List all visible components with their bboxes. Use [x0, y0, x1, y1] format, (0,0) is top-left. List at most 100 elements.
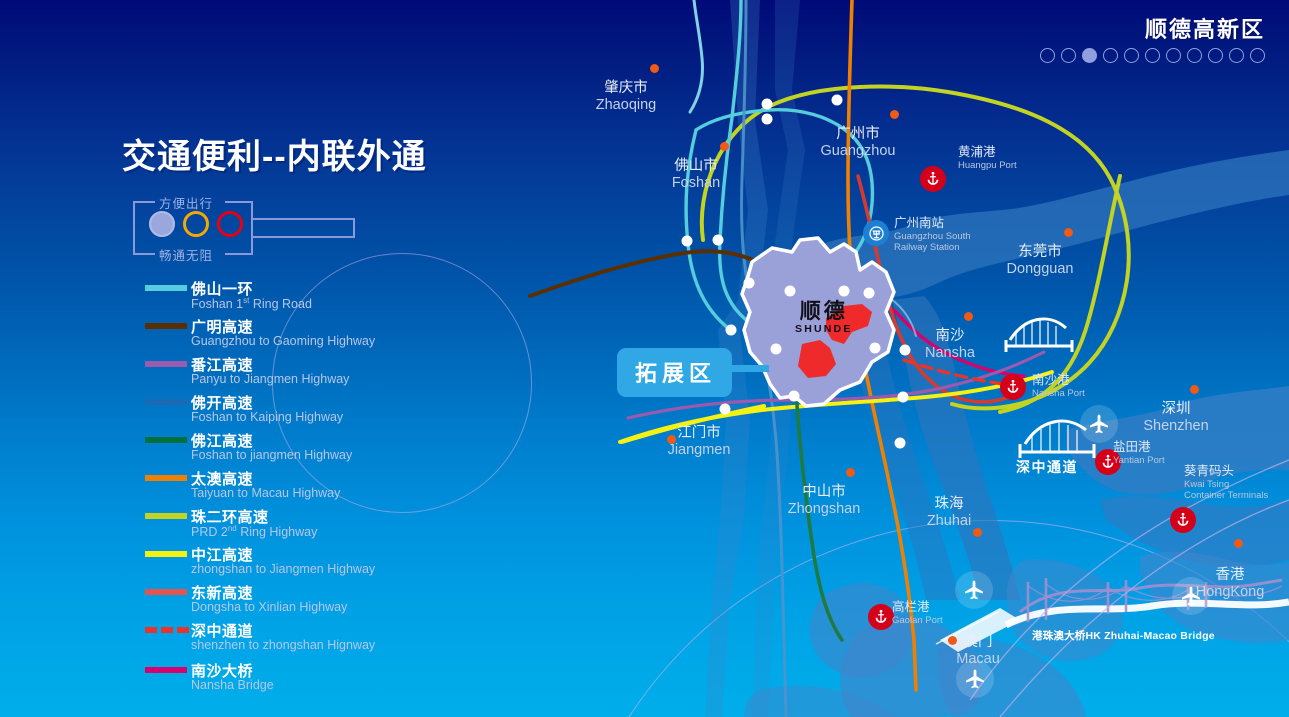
road-panjiang — [626, 350, 1046, 420]
legend-swatch-10 — [145, 667, 187, 673]
city-dot-guangzhou — [890, 110, 899, 119]
port-name-cn-nansha-port: 南沙港 — [1032, 373, 1070, 387]
hk-zhuhai-macao-bridge-icon — [935, 578, 1289, 652]
legend-label-cn-10: 南沙大桥 — [191, 663, 254, 680]
city-dot-dongguan — [1064, 228, 1073, 237]
legend-label-cn-6: 珠二环高速 — [191, 509, 269, 526]
legend-label-cn-1: 广明高速 — [191, 319, 254, 336]
legend-swatch-2 — [145, 361, 187, 367]
city-dot-foshan — [720, 142, 729, 151]
road-zhongjiang-west — [620, 404, 766, 444]
city-dot-zhaoqing — [650, 64, 659, 73]
legend-label-cn-8: 东新高速 — [191, 585, 254, 602]
pagination-dots[interactable] — [1040, 48, 1265, 63]
road-foshan-1st-ring-link — [688, 0, 704, 114]
route-arcs — [969, 459, 1289, 717]
expansion-zone-shape — [798, 304, 872, 378]
nansha-bridge-icon — [1004, 317, 1074, 352]
page-header-title: 顺德高新区 — [1144, 17, 1265, 42]
pager-dot-7[interactable] — [1166, 48, 1181, 63]
anchor-icon-huangpu-port — [920, 166, 946, 192]
anchor-icon-gaolan-port — [868, 604, 894, 630]
traffic-light-lavender — [149, 211, 175, 237]
city-dot-shenzhen — [1190, 385, 1199, 394]
legend-swatch-8 — [145, 589, 187, 595]
pager-dot-2[interactable] — [1061, 48, 1076, 63]
city-dot-jiangmen — [667, 435, 676, 444]
railway-station-name-en2: Railway Station — [894, 242, 960, 254]
pager-dot-5[interactable] — [1124, 48, 1139, 63]
port-name-cn-kwai-tsing-terminals: 葵青码头 — [1184, 464, 1235, 478]
shunde-label-en: SHUNDE — [795, 323, 853, 336]
legend-swatch-0 — [145, 285, 187, 291]
airport-icon-hongkong-airport — [1172, 577, 1210, 615]
road-guangming — [528, 249, 764, 298]
legend-label-en-4: Foshan to jiangmen Highway — [191, 448, 353, 462]
railway-station-icon — [863, 220, 889, 246]
legend-swatch-4 — [145, 437, 187, 443]
legend-label-en-8: Dongsha to Xinlian Highway — [191, 600, 348, 614]
city-dot-macau — [948, 636, 957, 645]
legend-label-cn-4: 佛江高速 — [191, 433, 254, 450]
port-name-cn-huangpu-port: 黄浦港 — [958, 145, 996, 159]
legend-swatch-7 — [145, 551, 187, 557]
anchor-icon-yantian-port — [1095, 449, 1121, 475]
pager-dot-4[interactable] — [1103, 48, 1118, 63]
legend-label-cn-2: 番江高速 — [191, 357, 254, 374]
expansion-zone-badge[interactable]: 拓展区 — [617, 348, 733, 397]
decorative-circle-left — [272, 253, 532, 513]
pager-dot-6[interactable] — [1145, 48, 1160, 63]
port-name-cn-yantian-port: 盐田港 — [1113, 440, 1151, 454]
legend-label-en-10: Nansha Bridge — [191, 678, 274, 692]
traffic-deco-bottom-text: 畅通无阻 — [159, 249, 214, 263]
port-name-en-kwai-tsing-terminals: Kwai Tsing — [1184, 479, 1230, 490]
shunde-region-label: 顺德 SHUNDE — [795, 300, 853, 335]
port-name-en2-kwai-tsing-terminals: Container Terminals — [1184, 490, 1269, 502]
legend-swatch-6 — [145, 513, 187, 519]
pager-dot-11[interactable] — [1250, 48, 1265, 63]
city-dot-nansha — [964, 312, 973, 321]
city-dot-zhongshan — [846, 468, 855, 477]
port-name-en-huangpu-port: Huangpu Port — [958, 160, 1017, 171]
port-name-en-nansha-port: Nansha Port — [1032, 388, 1085, 399]
legend-swatch-5 — [145, 475, 187, 481]
pager-dot-3[interactable] — [1082, 48, 1097, 63]
shunde-region — [740, 236, 896, 408]
pager-dot-8[interactable] — [1187, 48, 1202, 63]
legend-swatch-1 — [145, 323, 187, 329]
shenzhen-zhongshan-bridge-icon — [1018, 419, 1096, 458]
airport-icon-zhuhai-airport — [956, 660, 994, 698]
legend-label-en-1: Guangzhou to Gaoming Highway — [191, 334, 376, 348]
legend-label-cn-0: 佛山一环 — [191, 281, 254, 298]
railway-station-name-cn: 广州南站 — [894, 216, 945, 230]
city-dot-zhuhai — [973, 528, 982, 537]
road-shenzhen-zhongshan-corridor — [902, 358, 1022, 388]
shunde-label-cn: 顺德 — [799, 300, 848, 323]
pearl-river-estuary — [810, 150, 1289, 300]
land-shapes — [744, 386, 1289, 717]
pager-dot-1[interactable] — [1040, 48, 1055, 63]
anchor-icon-kwai-tsing-terminals — [1170, 507, 1196, 533]
legend-label-en-2: Panyu to Jiangmen Highway — [191, 372, 350, 386]
pager-dot-10[interactable] — [1229, 48, 1244, 63]
pager-dot-9[interactable] — [1208, 48, 1223, 63]
road-prd-2nd-ring — [699, 84, 1131, 411]
legend-swatch-3 — [145, 399, 187, 405]
shenzhen-zhongshan-corridor-label: 深中通道 — [1016, 459, 1078, 475]
